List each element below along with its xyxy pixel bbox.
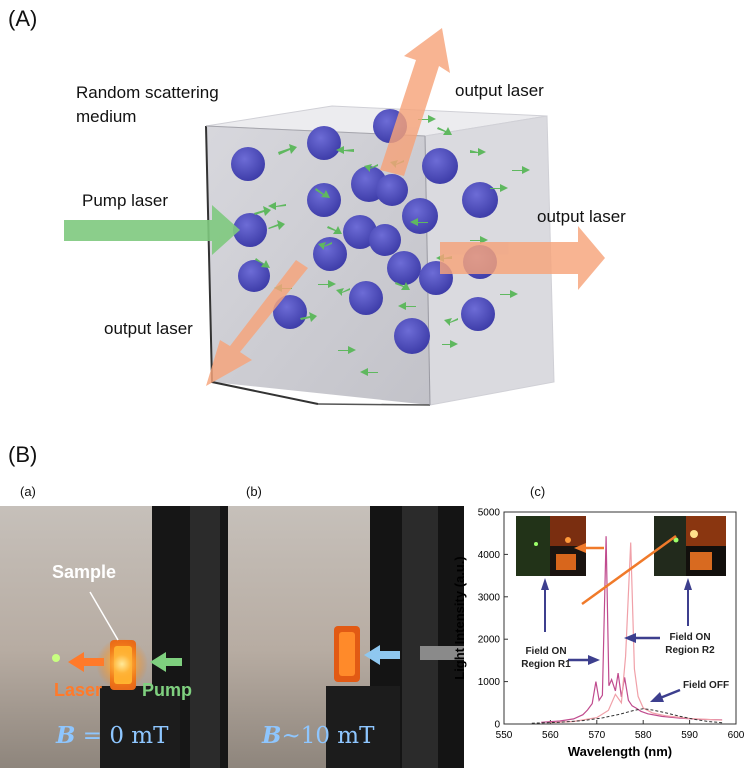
off-arrow (659, 688, 681, 700)
output-laser-right-label: output laser (537, 207, 626, 226)
x-tick-label: 600 (728, 730, 745, 741)
annot-r2-line2: Region R2 (665, 645, 715, 656)
scatterer-spheres (231, 109, 498, 354)
y-axis-ticks: 0 1000 2000 3000 4000 5000 (478, 508, 508, 731)
r1-up-arrow (541, 578, 549, 590)
r2-up-arrow (684, 578, 692, 590)
pump-arrow-b (364, 645, 400, 665)
medium-label-line1: Random scattering (76, 83, 219, 102)
subpanel-a-label: (a) (20, 484, 36, 499)
annot-off: Field OFF (683, 680, 729, 691)
y-axis-label: Light Intensity (a.u.) (452, 556, 467, 680)
output-laser-top-label: output laser (455, 81, 544, 100)
pump-arrow (150, 652, 182, 672)
output-laser-arrows (206, 28, 605, 386)
scattering-diagram (64, 28, 605, 406)
panel-b-label: (B) (8, 442, 38, 467)
output-laser-left-label: output laser (104, 319, 193, 338)
panel-a-label: (A) (8, 6, 38, 31)
medium-label-line2: medium (76, 107, 137, 126)
y-tick-label: 5000 (478, 508, 501, 519)
y-tick-label: 0 (494, 720, 500, 731)
inset-region-r1 (516, 516, 586, 576)
x-tick-label: 560 (542, 730, 559, 741)
subpanel-b-label: (b) (246, 484, 262, 499)
y-tick-label: 4000 (478, 550, 501, 561)
field-a-label: B = 0 mT (56, 722, 169, 749)
spectrum-line-2 (550, 542, 723, 724)
annot-r1-line1: Field ON (525, 646, 566, 657)
x-tick-label: 590 (681, 730, 698, 741)
sample-label: Sample (52, 562, 117, 582)
pump-label: Pump (142, 680, 193, 700)
y-tick-label: 3000 (478, 592, 501, 603)
spectrum-line-3 (531, 708, 723, 724)
x-tick-label: 580 (635, 730, 652, 741)
y-tick-label: 1000 (478, 677, 501, 688)
laser-label: Laser (54, 680, 103, 700)
r2-pointer (581, 534, 677, 606)
scattering-arrows (254, 115, 530, 376)
spectrum-series (531, 536, 723, 724)
x-axis-ticks: 550 560 570 580 590 600 (496, 720, 745, 741)
x-tick-label: 550 (496, 730, 513, 741)
spectrum-line-1 (541, 536, 723, 723)
x-tick-label: 570 (588, 730, 605, 741)
laser-arrow (68, 652, 104, 672)
inset-region-r2 (654, 516, 726, 576)
y-tick-label: 2000 (478, 635, 501, 646)
pump-laser-label: Pump laser (82, 191, 168, 210)
photo-b (228, 506, 464, 768)
sample-pointer-line (89, 591, 119, 641)
photo-a (0, 506, 228, 768)
pump-laser-arrow (64, 205, 240, 255)
annot-r2-line1: Field ON (669, 632, 710, 643)
field-b-label: B~10 mT (262, 722, 375, 749)
annot-r1-line2: Region R1 (521, 659, 571, 670)
subpanel-c-label: (c) (530, 484, 546, 499)
x-axis-label: Wavelength (nm) (568, 744, 672, 759)
